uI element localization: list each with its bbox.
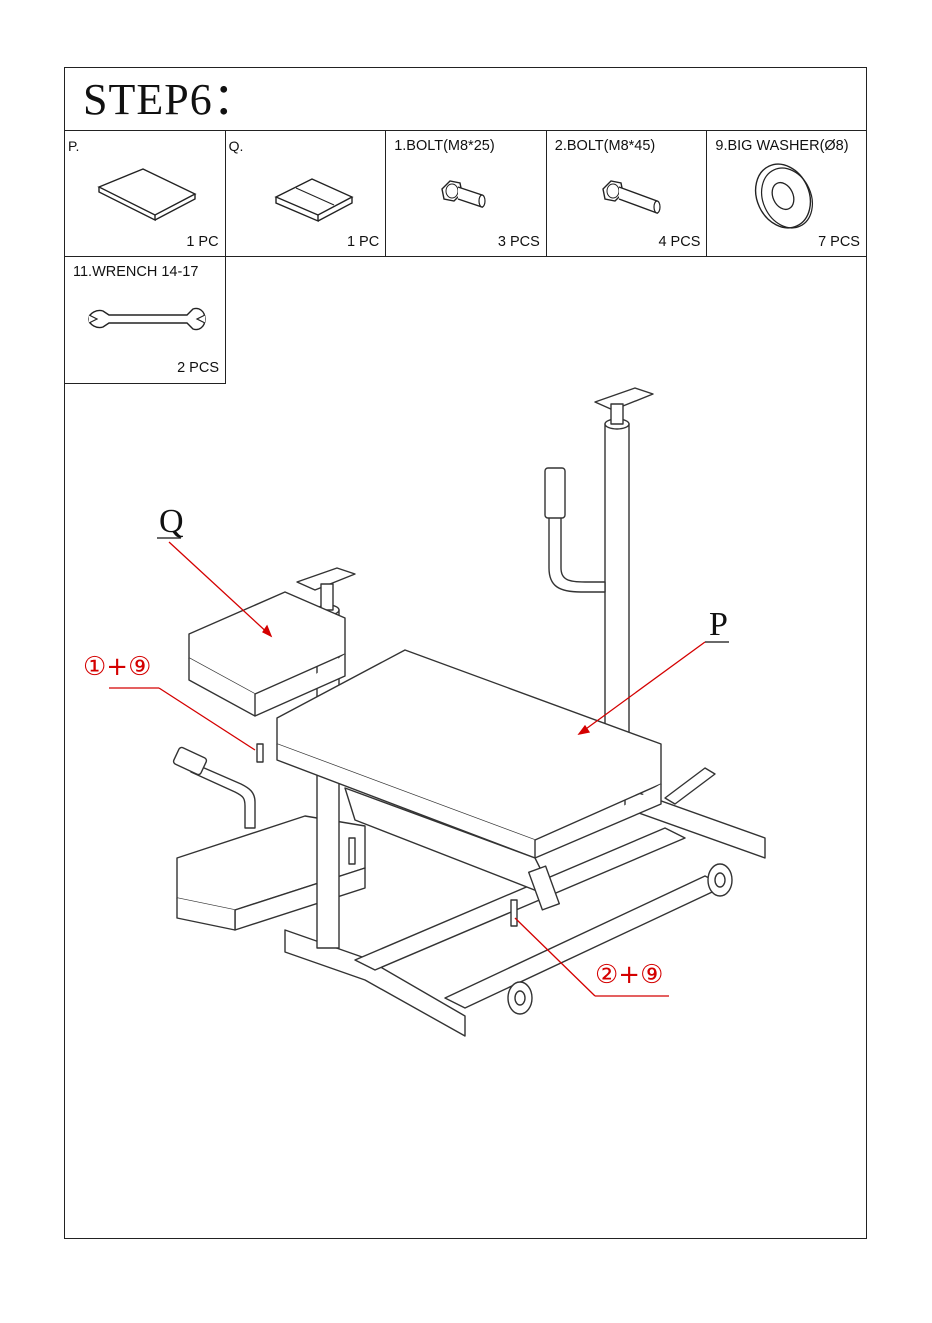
assembly-drawing <box>65 68 865 1238</box>
p-arrow-line <box>579 642 705 734</box>
bolt-under-right <box>511 900 517 926</box>
fastener-left-label: ①+⑨ <box>83 654 151 680</box>
q-callout-label: Q <box>159 505 184 539</box>
bolt-side-left <box>257 744 263 762</box>
fastener-right-label: ②+⑨ <box>595 962 663 988</box>
p-callout-label: P <box>709 608 728 642</box>
bolt-under-left <box>349 838 355 864</box>
base-front-rail <box>285 930 465 1036</box>
right-cradle <box>595 388 653 410</box>
instruction-frame: STEP6： P. 1 PC Q. 1 PC 1.BOLT(M8 <box>64 67 867 1239</box>
